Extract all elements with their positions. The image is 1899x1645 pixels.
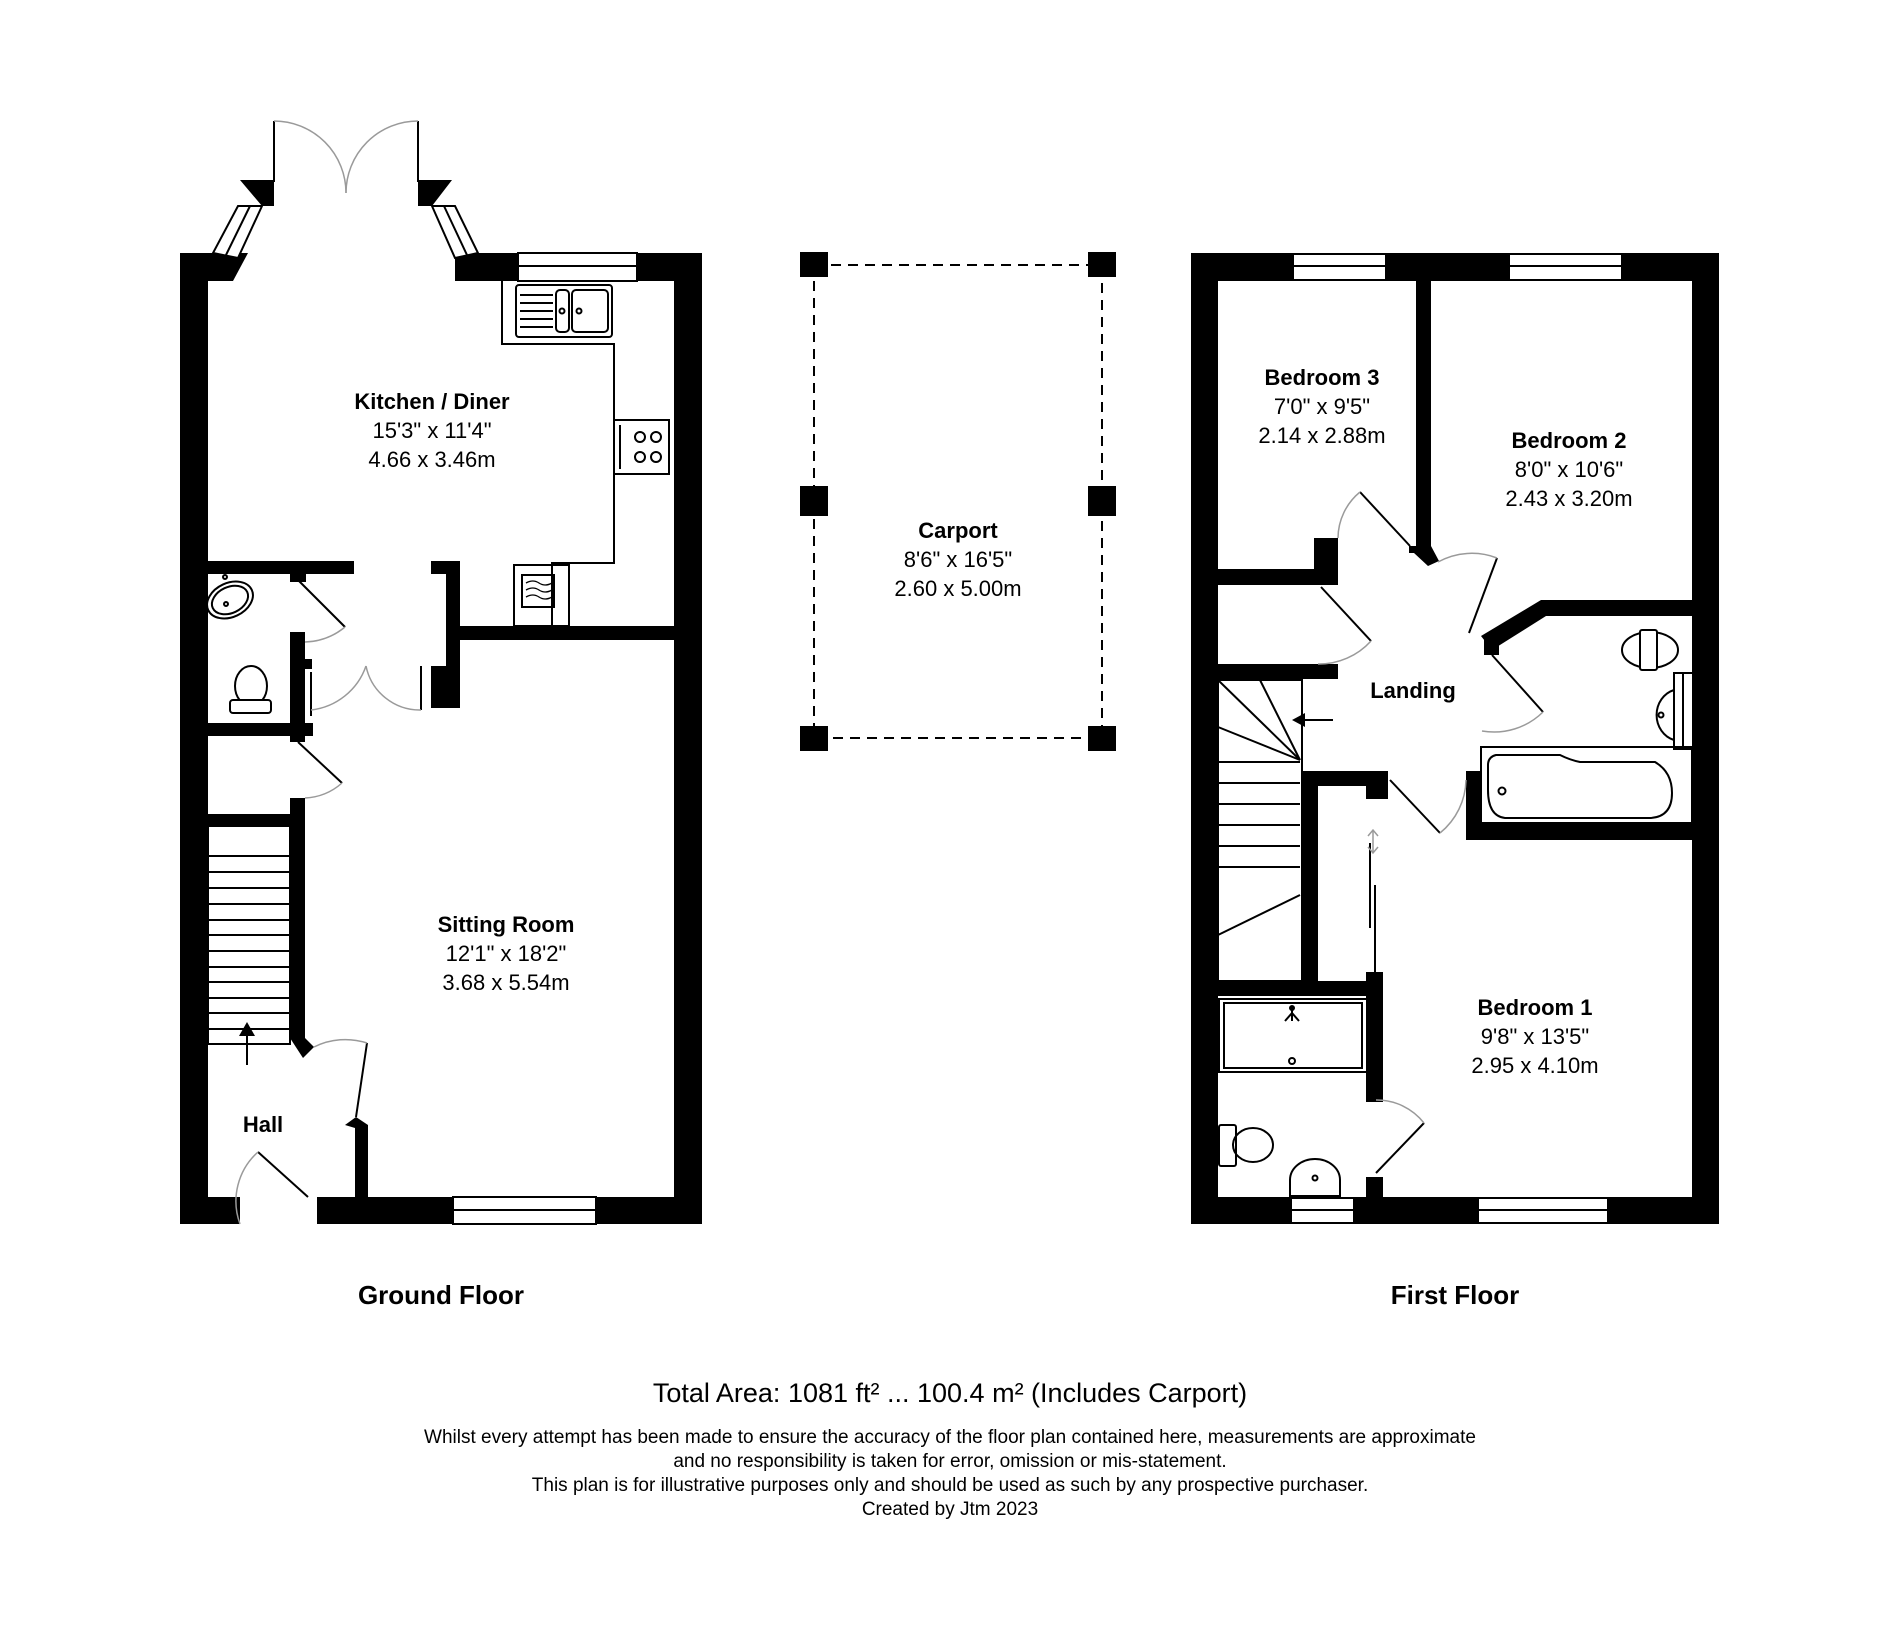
room-name: Bedroom 2 <box>1511 428 1627 453</box>
toilet-icon <box>1621 629 1679 671</box>
bath-icon <box>1480 746 1693 824</box>
stairs-icon <box>207 825 291 1065</box>
disclaimer: Whilst every attempt has been made to en… <box>424 1426 1476 1522</box>
room-label-landing: Landing <box>1370 676 1456 705</box>
bay-window-right <box>430 205 480 260</box>
french-door-swing <box>273 120 347 194</box>
room-name: Bedroom 3 <box>1264 365 1380 390</box>
room-dim-metric: 2.95 x 4.10m <box>1471 1053 1599 1078</box>
room-label-carport: Carport 8'6" x 16'5" 2.60 x 5.00m <box>894 516 1021 603</box>
toilet-icon <box>1218 1124 1274 1167</box>
shower-icon <box>1218 998 1368 1073</box>
created-by: Created by Jtm 2023 <box>861 1499 1039 1520</box>
floor-title-first: First Floor <box>1390 1280 1520 1310</box>
basin-icon <box>206 574 254 620</box>
room-label-hall: Hall <box>243 1110 283 1139</box>
room-dim-metric: 4.66 x 3.46m <box>368 447 496 472</box>
room-name: Hall <box>242 1112 284 1137</box>
disclaimer-line: This plan is for illustrative purposes o… <box>531 1475 1369 1496</box>
ground-floor-plan <box>180 120 702 1225</box>
room-label-bedroom-3: Bedroom 3 7'0" x 9'5" 2.14 x 2.88m <box>1258 363 1385 450</box>
first-floor-plan <box>1191 253 1719 1224</box>
hob-icon <box>613 419 670 475</box>
room-dim-metric: 3.68 x 5.54m <box>442 970 570 995</box>
room-name: Bedroom 1 <box>1477 995 1593 1020</box>
basin-icon <box>1655 688 1675 742</box>
room-name: Carport <box>918 518 998 543</box>
room-label-sitting-room: Sitting Room 12'1" x 18'2" 3.68 x 5.54m <box>438 910 575 997</box>
room-label-bedroom-1: Bedroom 1 9'8" x 13'5" 2.95 x 4.10m <box>1471 993 1598 1080</box>
room-dim-imperial: 8'0" x 10'6" <box>1514 457 1624 482</box>
room-dim-metric: 2.60 x 5.00m <box>894 576 1022 601</box>
room-dim-metric: 2.14 x 2.88m <box>1258 423 1386 448</box>
disclaimer-line: and no responsibility is taken for error… <box>673 1451 1227 1472</box>
room-dim-metric: 2.43 x 3.20m <box>1505 486 1633 511</box>
room-dim-imperial: 7'0" x 9'5" <box>1273 394 1371 419</box>
room-name: Sitting Room <box>437 912 575 937</box>
room-dim-imperial: 12'1" x 18'2" <box>445 941 567 966</box>
carport-plan <box>800 252 1116 751</box>
room-dim-imperial: 9'8" x 13'5" <box>1480 1024 1590 1049</box>
basin-icon <box>1289 1158 1341 1197</box>
room-name: Landing <box>1370 678 1456 703</box>
room-label-kitchen: Kitchen / Diner 15'3" x 11'4" 4.66 x 3.4… <box>354 387 509 474</box>
boiler-icon <box>513 564 570 627</box>
floor-title-ground: Ground Floor <box>357 1280 525 1310</box>
toilet-icon <box>229 665 272 714</box>
disclaimer-line: Whilst every attempt has been made to en… <box>424 1427 1476 1448</box>
total-area: Total Area: 1081 ft² ... 100.4 m² (Inclu… <box>652 1378 1248 1408</box>
sink-icon <box>515 284 613 338</box>
room-label-bedroom-2: Bedroom 2 8'0" x 10'6" 2.43 x 3.20m <box>1505 426 1632 513</box>
room-dim-imperial: 15'3" x 11'4" <box>372 418 492 443</box>
stairs-icon <box>1217 679 1333 982</box>
room-dim-imperial: 8'6" x 16'5" <box>903 547 1013 572</box>
room-name: Kitchen / Diner <box>354 389 510 414</box>
carport-post <box>800 252 828 277</box>
